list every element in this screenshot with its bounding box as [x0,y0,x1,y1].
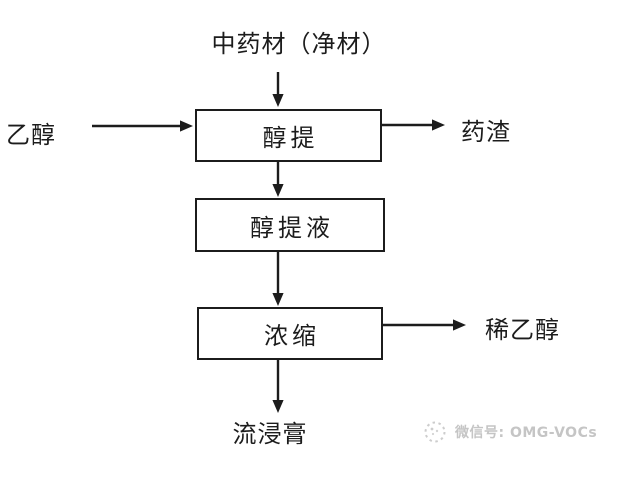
arrow-concentrate-to-product [272,360,284,413]
ethanol-input-label: 乙醇 [6,121,56,149]
process-box-alcohol-extraction: 醇提 [195,109,382,162]
arrow-extraction-to-extract-liquid [272,162,284,197]
watermark-text: 微信号: OMG-VOCs [455,425,598,441]
arrow-extract-liquid-to-concentrate [272,252,284,306]
watermark: 微信号: OMG-VOCs [423,420,597,444]
residue-output-label: 药渣 [461,118,511,146]
source-material-label: 中药材（净材） [211,30,387,58]
dilute-ethanol-output-label: 稀乙醇 [485,316,560,344]
process-box-label: 醇提液 [250,213,334,242]
process-box-alcohol-extract-liquid: 醇提液 [195,198,385,252]
process-box-label: 浓缩 [264,322,320,350]
process-box-concentration: 浓缩 [197,307,383,360]
fluid-extract-product-label: 流浸膏 [232,420,308,448]
arrow-extraction-to-residue [382,119,445,131]
process-box-label: 醇提 [262,124,319,152]
arrow-source-to-extraction [272,72,284,107]
speckled-circle-icon [424,421,446,443]
arrow-concentrate-to-dilute-ethanol [383,319,466,331]
arrow-ethanol-to-extraction [92,120,193,132]
